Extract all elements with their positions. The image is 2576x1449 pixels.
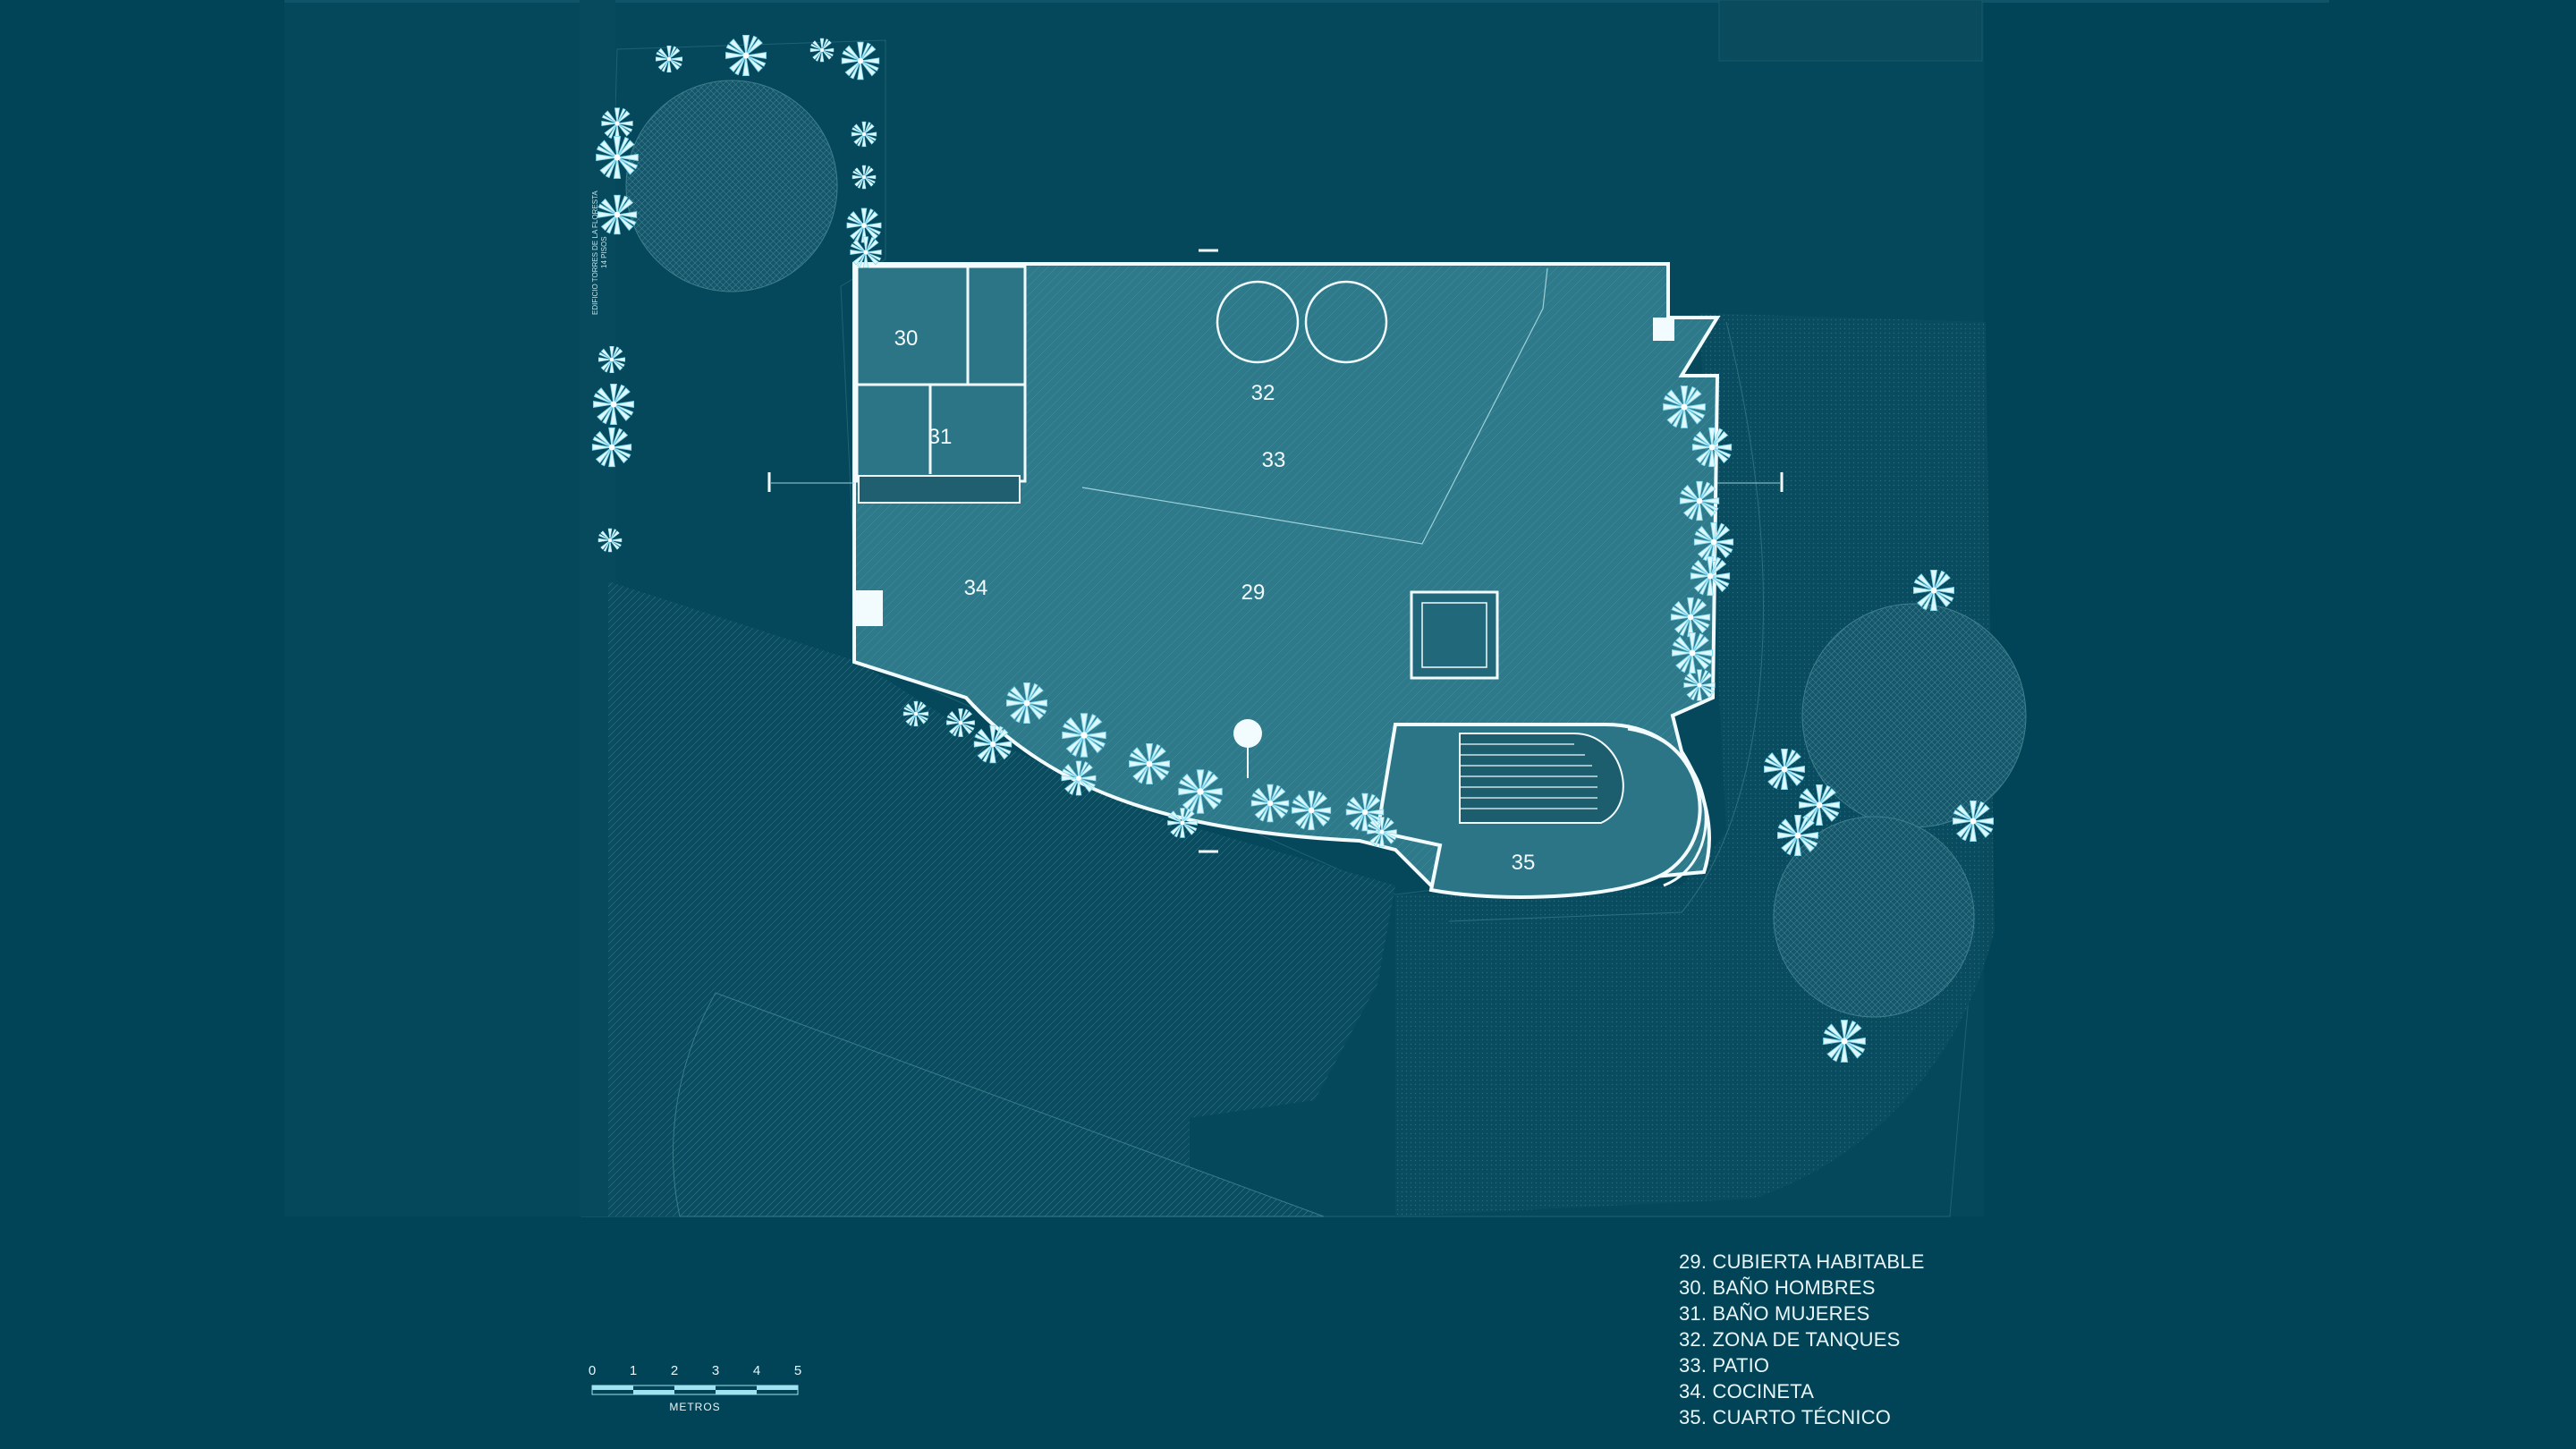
palm-icon <box>596 136 639 179</box>
room-label-32: 32 <box>1251 381 1275 405</box>
palm-icon <box>1823 1020 1866 1063</box>
scale-segment <box>633 1390 674 1394</box>
scale-tick-4: 4 <box>753 1363 760 1378</box>
palm-icon <box>1178 769 1223 814</box>
legend-item-30: 30. BAÑO HOMBRES <box>1679 1276 1876 1299</box>
scale-tick-1: 1 <box>630 1363 637 1378</box>
palm-icon <box>1670 597 1711 638</box>
tree-canopy-icon <box>1801 603 2027 828</box>
palm-icon <box>593 384 634 425</box>
palm-icon <box>852 165 877 190</box>
palm-icon <box>1167 808 1198 838</box>
door-threshold <box>856 590 883 626</box>
scale-bar: 0 1 2 3 4 5 METROS <box>589 1363 801 1413</box>
palm-icon <box>1062 713 1106 758</box>
palm-icon <box>1367 817 1397 847</box>
ground-curve-southwest <box>673 992 1325 1217</box>
palm-icon <box>1345 792 1385 832</box>
legend-item-29: 29. CUBIERTA HABITABLE <box>1679 1250 1925 1273</box>
top-border-strip <box>284 0 2329 3</box>
balcony-sill <box>1653 318 1674 341</box>
palm-icon <box>1129 743 1170 784</box>
palm-icon <box>725 35 767 76</box>
wet-core-walls <box>855 265 1027 483</box>
palm-icon <box>1764 749 1805 790</box>
palm-icon <box>1672 632 1713 674</box>
tree-canopy-icon <box>625 80 838 292</box>
palm-icon <box>946 708 975 737</box>
palm-icon <box>1690 555 1731 597</box>
room-legend: 29. CUBIERTA HABITABLE 30. BAÑO HOMBRES … <box>1679 1249 1925 1430</box>
palm-icon <box>851 121 877 148</box>
scale-unit: METROS <box>669 1401 720 1413</box>
palm-icon <box>1291 790 1332 831</box>
palm-icon <box>597 194 638 235</box>
palm-icon <box>1663 386 1706 428</box>
patio-outline <box>1081 267 1548 545</box>
neighbor-floors-label: 14 PISOS <box>600 236 608 268</box>
legend-item-33: 33. PATIO <box>1679 1354 1770 1377</box>
stair-well <box>1459 733 1624 824</box>
palm-icon <box>1250 784 1290 823</box>
palm-icon <box>655 45 683 73</box>
scale-segment <box>757 1385 798 1390</box>
scale-tick-2: 2 <box>671 1363 678 1378</box>
scale-tick-3: 3 <box>712 1363 719 1378</box>
kitchenette-counter <box>858 475 1021 504</box>
palm-icon <box>601 107 633 140</box>
palm-icon <box>1691 427 1733 468</box>
palm-icon <box>841 41 880 80</box>
palm-icon <box>1006 682 1047 724</box>
scale-segment <box>674 1385 716 1390</box>
column-icon <box>1233 719 1262 748</box>
room-label-31: 31 <box>928 425 953 449</box>
legend-item-34: 34. COCINETA <box>1679 1380 1815 1402</box>
neighbor-lot-top-right <box>1718 0 1983 62</box>
scale-segment <box>592 1385 633 1390</box>
stair-treads <box>1460 743 1597 809</box>
palm-icon <box>1683 669 1716 701</box>
palm-icon <box>591 427 632 468</box>
palm-icon <box>902 700 929 727</box>
north-marker-icon <box>767 249 1784 853</box>
palm-icon <box>1777 815 1818 856</box>
legend-item-31: 31. BAÑO MUJERES <box>1679 1302 1870 1325</box>
ground-line-east <box>1448 321 1764 922</box>
room-label-35: 35 <box>1512 851 1536 875</box>
palm-icon <box>1679 480 1720 521</box>
palm-icon <box>1693 521 1734 563</box>
water-tank-icon <box>1304 280 1388 364</box>
palm-icon <box>850 236 882 268</box>
room-label-34: 34 <box>964 576 988 600</box>
room-label-29: 29 <box>1241 580 1266 605</box>
palm-icon <box>1061 760 1097 796</box>
room-label-30: 30 <box>894 326 919 351</box>
scale-outline <box>591 1385 799 1395</box>
water-tank-icon <box>1216 280 1300 364</box>
palm-icon <box>597 345 626 374</box>
palm-icon <box>809 38 835 63</box>
legend-item-32: 32. ZONA DE TANQUES <box>1679 1328 1901 1351</box>
skylight-inner <box>1421 602 1487 668</box>
neighbor-building-label: EDIFICIO TORRES DE LA FLORESTA <box>591 191 599 315</box>
tree-canopy-icon <box>1773 816 1975 1018</box>
palm-icon <box>1913 570 1954 611</box>
room-label-33: 33 <box>1262 448 1286 472</box>
room-labels: 30 31 32 33 34 29 35 <box>894 326 1536 875</box>
palm-icon <box>1953 801 1994 842</box>
palm-icon <box>973 724 1013 764</box>
legend-item-35: 35. CUARTO TÉCNICO <box>1679 1406 1892 1428</box>
palm-icon <box>597 528 623 553</box>
tech-room-arc <box>1627 727 1707 887</box>
scale-tick-0: 0 <box>589 1363 596 1378</box>
scale-tick-5: 5 <box>794 1363 801 1378</box>
skylight <box>1410 590 1499 680</box>
scale-segment <box>716 1390 757 1394</box>
